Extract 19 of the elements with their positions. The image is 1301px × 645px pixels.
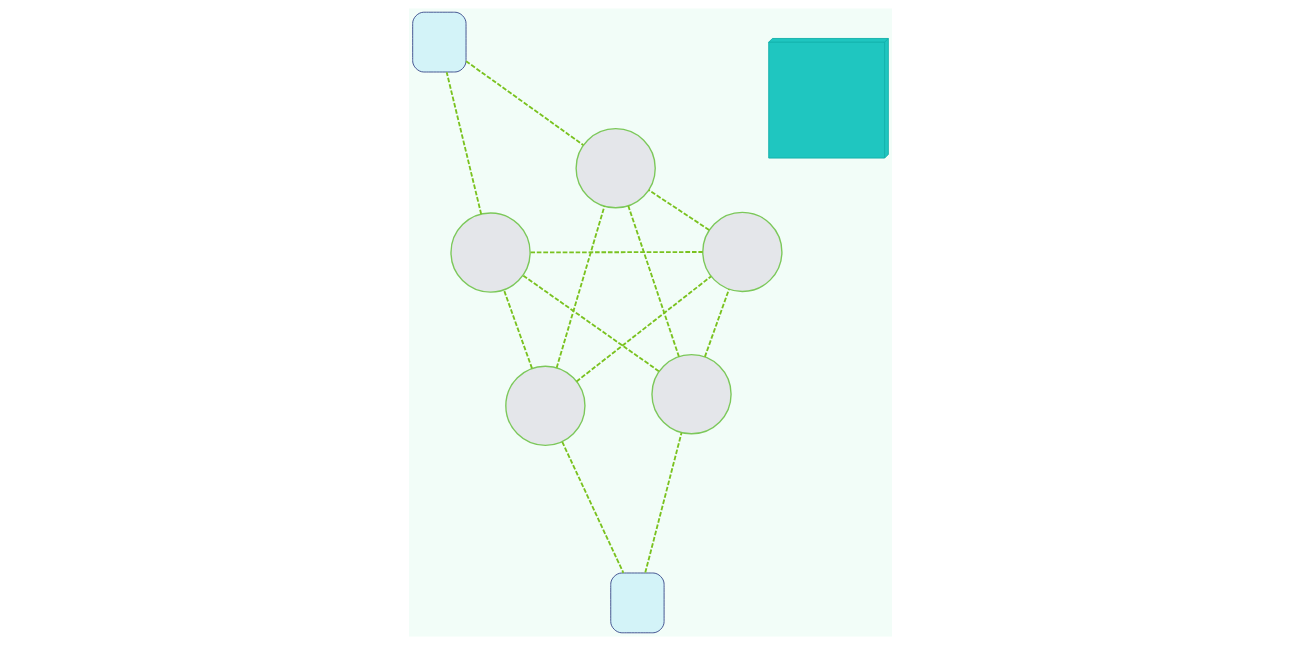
connector	[627, 204, 680, 358]
node-person	[575, 127, 656, 209]
connector	[561, 441, 625, 574]
node-person	[505, 365, 586, 447]
connector	[555, 205, 606, 369]
connector	[647, 189, 710, 231]
connector	[445, 71, 483, 215]
connector	[703, 288, 730, 358]
node-person	[702, 211, 783, 293]
node-box	[610, 572, 665, 634]
connector	[575, 275, 712, 383]
connector	[644, 431, 683, 574]
node-box	[412, 11, 467, 73]
connector	[503, 289, 533, 370]
node-person	[651, 354, 732, 435]
connector	[465, 60, 585, 146]
connector	[522, 274, 660, 373]
node-person	[450, 212, 531, 293]
connector	[529, 251, 704, 254]
